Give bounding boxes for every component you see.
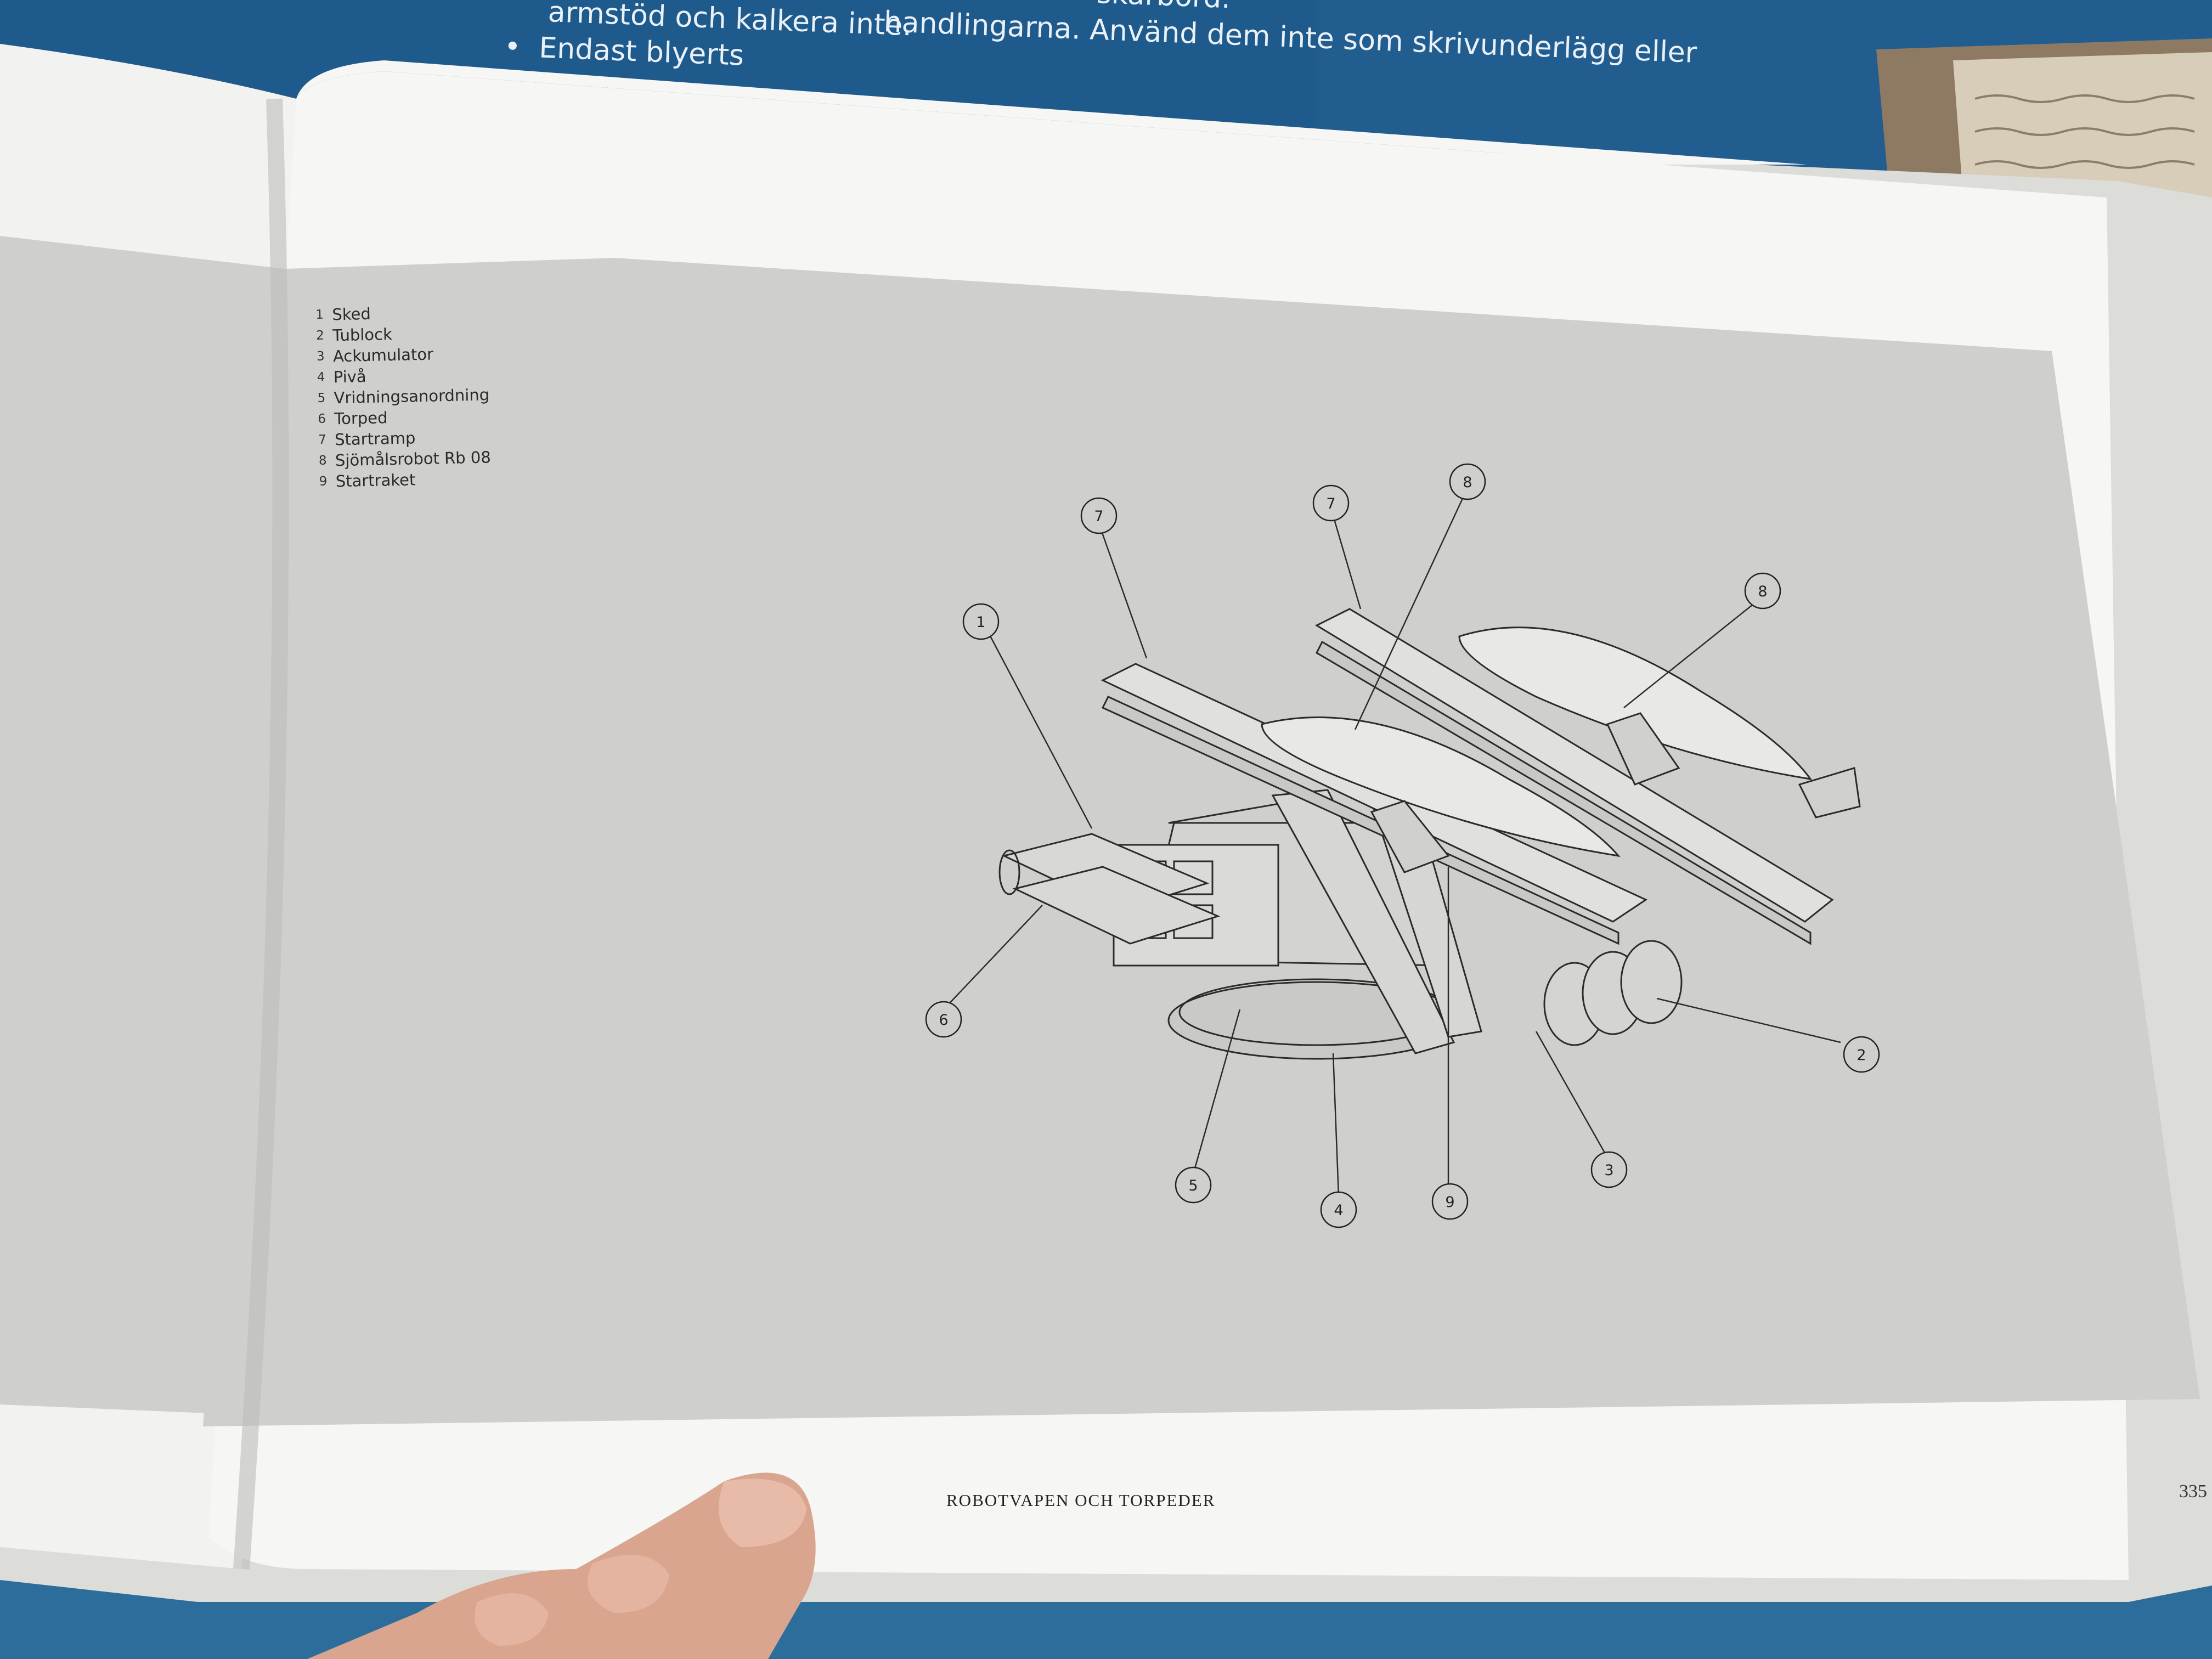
- torpedo-tubes: [998, 833, 1221, 945]
- left-page-plate: [0, 236, 285, 1415]
- callout-9: 9: [1431, 1183, 1469, 1220]
- callout-7-right: 7: [1312, 484, 1350, 522]
- callout-label: 5: [1188, 1177, 1198, 1194]
- callout-4: 4: [1320, 1191, 1357, 1228]
- right-launch-ramp: [1314, 608, 1861, 945]
- page-top-overlay: [296, 60, 2212, 165]
- callout-label: 3: [1604, 1162, 1613, 1179]
- callout-8-right: 8: [1744, 572, 1781, 610]
- callout-5: 5: [1175, 1166, 1212, 1204]
- callout-label: 1: [976, 614, 985, 631]
- callout-6: 6: [925, 1001, 962, 1038]
- hand: [307, 1472, 816, 1659]
- page-number: 335: [2179, 1481, 2207, 1502]
- accumulators: [1543, 940, 1683, 1046]
- callout-8-center: 8: [1449, 463, 1486, 500]
- callout-label: 7: [1326, 495, 1335, 512]
- callout-label: 7: [1094, 508, 1103, 525]
- callout-2: 2: [1843, 1036, 1880, 1073]
- running-title: ROBOTVAPEN OCH TORPEDER: [946, 1491, 1216, 1510]
- callout-label: 2: [1857, 1047, 1866, 1064]
- leader-lines: [943, 493, 1841, 1197]
- callout-label: 8: [1463, 474, 1472, 491]
- callout-7-left: 7: [1080, 497, 1118, 534]
- callout-label: 8: [1758, 583, 1767, 600]
- callout-label: 4: [1334, 1202, 1343, 1219]
- book-gutter: [233, 98, 289, 1570]
- callouts: 1 2 3 4 5 6 7 7 8 8 9: [925, 463, 1880, 1228]
- callout-label: 9: [1445, 1194, 1454, 1211]
- left-launch-ramp: [1101, 663, 1648, 945]
- callout-label: 6: [939, 1012, 948, 1029]
- callout-1: 1: [962, 603, 1000, 640]
- callout-3: 3: [1590, 1151, 1628, 1188]
